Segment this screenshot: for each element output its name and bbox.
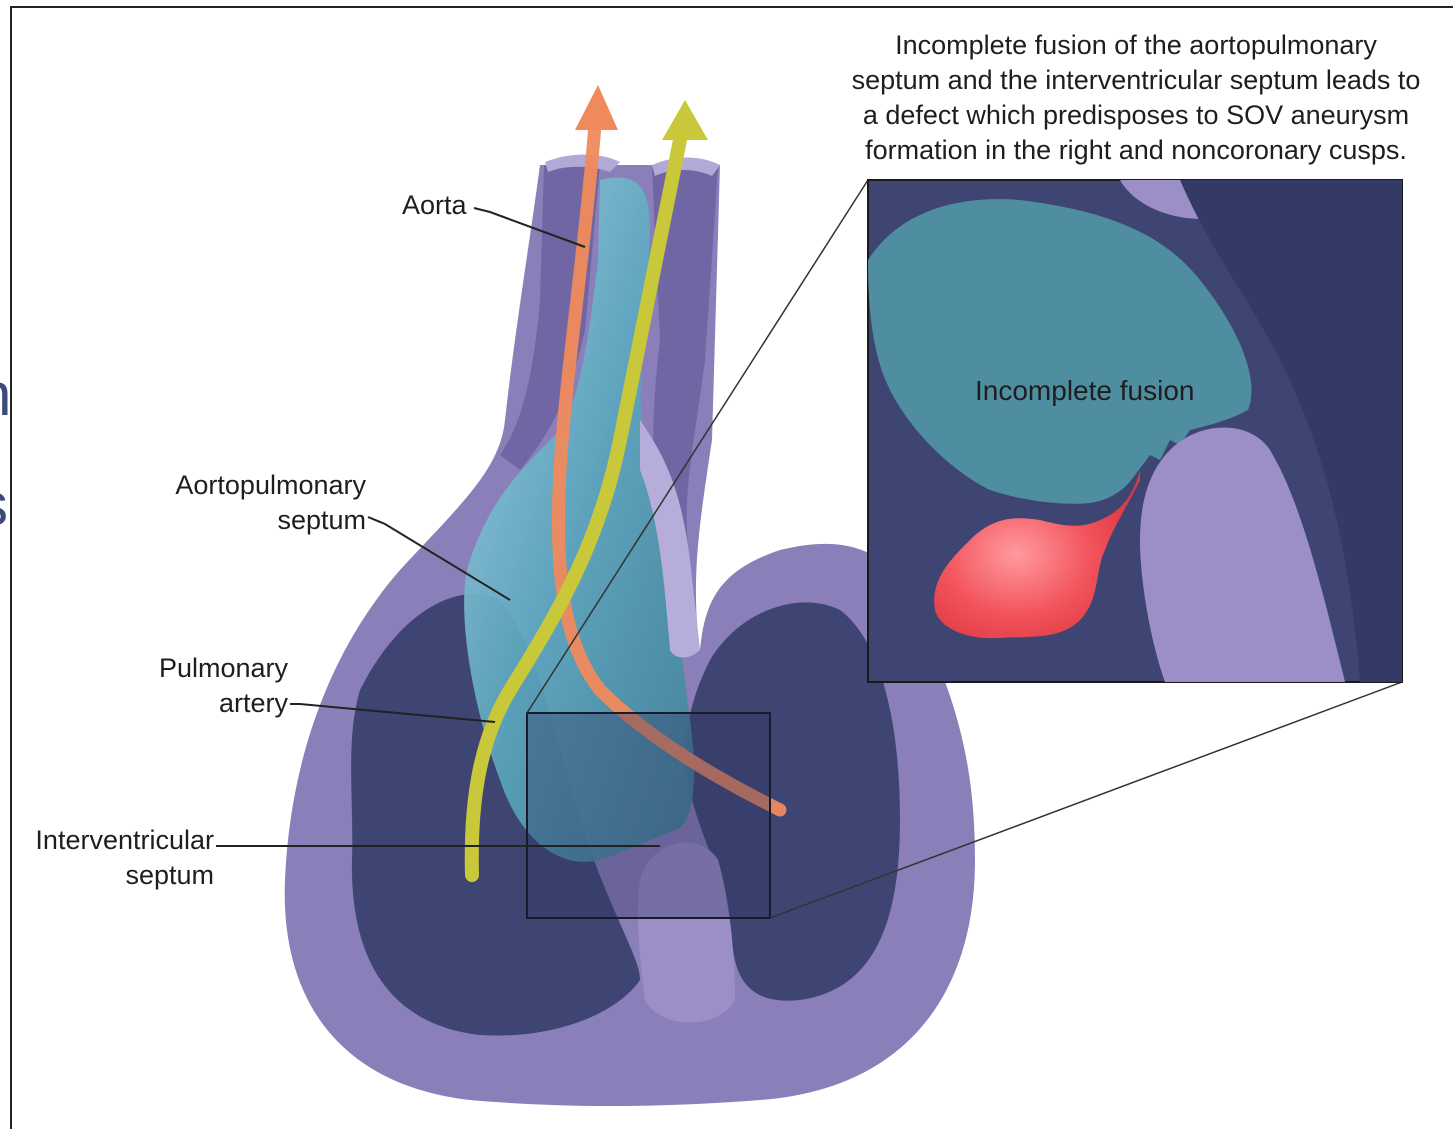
inset-panel <box>868 180 1402 682</box>
label-line: Interventricular <box>14 823 214 858</box>
label-pulmonary-artery: Pulmonary artery <box>130 651 288 721</box>
label-aorta: Aorta <box>402 188 467 223</box>
label-line: Aortopulmonary <box>150 468 366 503</box>
aorta-arrowhead <box>575 85 618 130</box>
pulmonary-arrowhead <box>662 100 708 140</box>
cropped-edge-text: ( n s l <box>0 300 12 720</box>
caption: Incomplete fusion of the aortopulmonary … <box>820 28 1452 168</box>
label-line: artery <box>130 686 288 721</box>
caption-line: Incomplete fusion of the aortopulmonary <box>820 28 1452 63</box>
caption-line: formation in the right and noncoronary c… <box>820 133 1452 168</box>
label-line: Pulmonary <box>130 651 288 686</box>
zoom-region-box <box>527 713 770 918</box>
label-incomplete-fusion: Incomplete fusion <box>975 373 1194 408</box>
label-line: septum <box>14 858 214 893</box>
caption-line: septum and the interventricular septum l… <box>820 63 1452 98</box>
caption-line: a defect which predisposes to SOV aneury… <box>820 98 1452 133</box>
label-aortopulmonary-septum: Aortopulmonary septum <box>150 468 366 538</box>
label-line: septum <box>150 503 366 538</box>
label-interventricular-septum: Interventricular septum <box>14 823 214 893</box>
